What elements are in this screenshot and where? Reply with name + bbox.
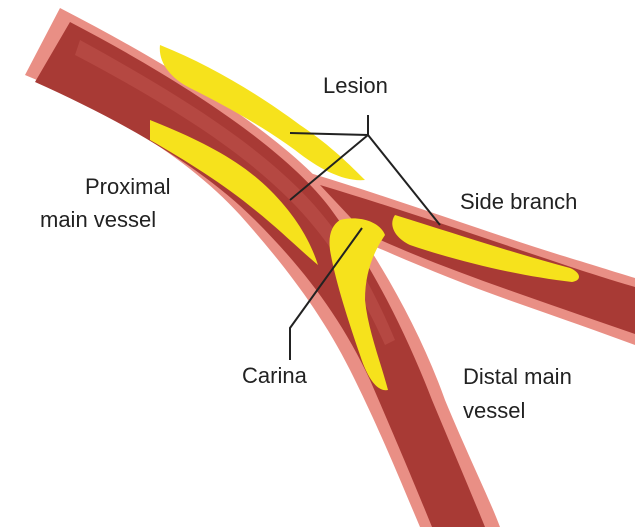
label-side-branch: Side branch: [460, 188, 577, 216]
label-carina: Carina: [242, 362, 307, 390]
label-distal-line1: Distal main: [463, 363, 572, 391]
label-distal-line2: vessel: [463, 397, 525, 425]
label-proximal-line2: main vessel: [40, 206, 156, 234]
label-proximal-line1: Proximal: [85, 173, 171, 201]
label-lesion: Lesion: [323, 72, 388, 100]
